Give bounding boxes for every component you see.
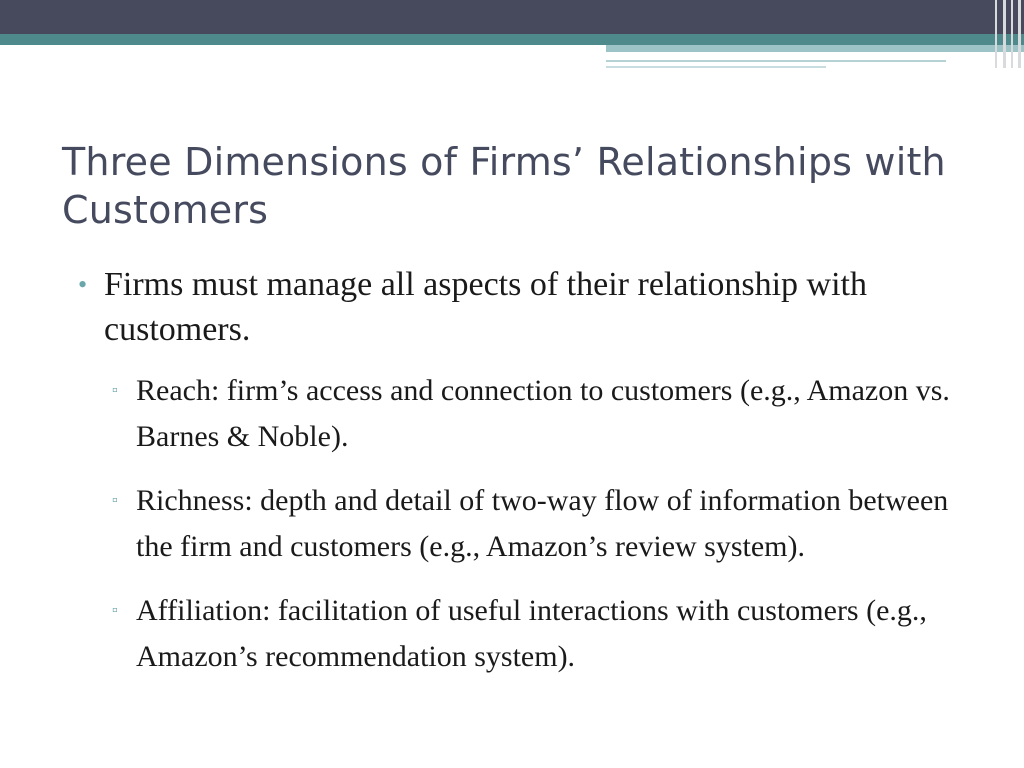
sub-bullet-text: Affiliation: facilitation of useful inte… [136, 594, 927, 673]
sub-bullet-item-reach: ▫ Reach: firm’s access and connection to… [78, 368, 956, 460]
header-vertical-bar [995, 0, 997, 68]
slide-body: • Firms must manage all aspects of their… [78, 262, 978, 698]
bullet-text: Firms must manage all aspects of their r… [104, 266, 867, 348]
square-bullet-icon: ▫ [112, 382, 118, 399]
sub-bullet-item-affiliation: ▫ Affiliation: facilitation of useful in… [78, 588, 956, 680]
header-vertical-bar [1011, 0, 1013, 68]
square-bullet-icon: ▫ [112, 492, 118, 509]
header-accent-stripe [606, 45, 1024, 52]
square-bullet-icon: ▫ [112, 602, 118, 619]
header-dark-band [0, 0, 1024, 34]
header-accent-line-short [606, 66, 826, 68]
header-vertical-bar [1018, 0, 1021, 68]
header-teal-band [0, 34, 1024, 45]
slide-title: Three Dimensions of Firms’ Relationships… [62, 140, 946, 232]
bullet-marker: • [78, 270, 88, 299]
sub-bullet-item-richness: ▫ Richness: depth and detail of two-way … [78, 478, 956, 570]
header-vertical-bar [1003, 0, 1006, 68]
header-accent-line [606, 60, 946, 62]
sub-bullet-text: Reach: firm’s access and connection to c… [136, 374, 950, 453]
sub-bullet-text: Richness: depth and detail of two-way fl… [136, 484, 949, 563]
bullet-item: • Firms must manage all aspects of their… [78, 262, 978, 352]
